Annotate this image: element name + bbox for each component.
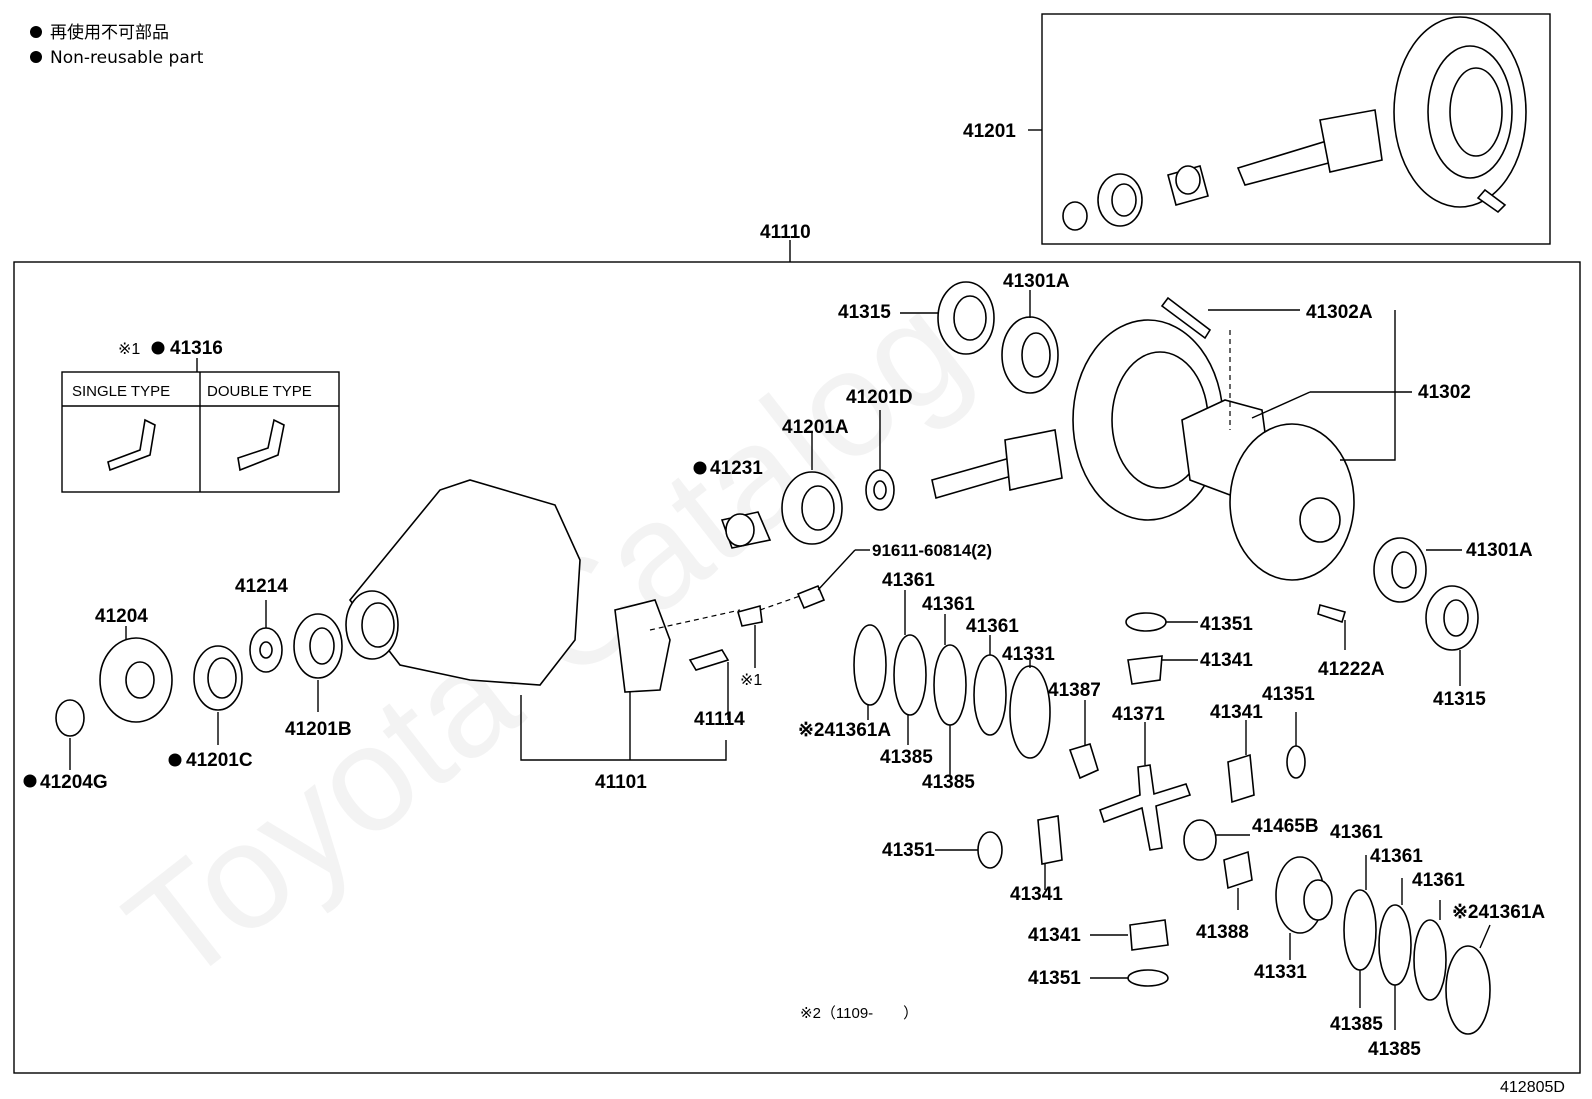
lock-bolt-icon bbox=[796, 584, 826, 610]
ring-gear-bolt-icon bbox=[1160, 296, 1212, 340]
label-41387: 41387 bbox=[1048, 680, 1101, 701]
label-41361a-b: ※241361A bbox=[1452, 902, 1545, 923]
label-41351-d: 41351 bbox=[1028, 968, 1081, 989]
lock-plate-icon bbox=[737, 604, 763, 627]
diff-case-cover-icon bbox=[1229, 423, 1355, 581]
col-single-type: SINGLE TYPE bbox=[72, 383, 170, 400]
legend-japanese: 再使用不可部品 bbox=[50, 22, 169, 43]
legend-bullet-2 bbox=[30, 51, 42, 63]
label-41201: 41201 bbox=[963, 121, 1016, 142]
double-shim-icon bbox=[237, 418, 285, 472]
col-double-type: DOUBLE TYPE bbox=[207, 383, 312, 400]
legend-english: Non-reusable part bbox=[50, 48, 204, 68]
label-41201b: 41201B bbox=[285, 719, 352, 740]
label-41204: 41204 bbox=[95, 606, 148, 627]
label-41301a-a: 41301A bbox=[1003, 271, 1070, 292]
label-41465b: 41465B bbox=[1252, 816, 1319, 837]
single-shim-icon bbox=[107, 418, 156, 472]
label-41315-b: 41315 bbox=[1433, 689, 1486, 710]
pinion-gear-a-icon bbox=[1127, 655, 1163, 685]
drive-pinion-shaft-icon bbox=[931, 457, 1016, 500]
label-41351-c: 41351 bbox=[882, 840, 935, 861]
carrier-housing bbox=[345, 479, 581, 686]
label-91611: 91611-60814(2) bbox=[872, 541, 992, 560]
label-41385-a: 41385 bbox=[880, 747, 933, 768]
shim-type-table: ※1 41316 SINGLE TYPE DOUBLE TYPE bbox=[61, 338, 340, 493]
table-mark: ※1 bbox=[118, 341, 140, 358]
label-41361-c: 41361 bbox=[966, 616, 1019, 637]
label-41110: 41110 bbox=[760, 222, 811, 243]
ring-pinion-kit-box bbox=[1028, 13, 1551, 245]
label-41351-b: 41351 bbox=[1262, 684, 1315, 705]
label-41302: 41302 bbox=[1418, 382, 1471, 403]
side-gear-left-icon bbox=[1009, 665, 1051, 759]
nut-icon bbox=[1062, 201, 1088, 231]
pinion-gear-d-icon bbox=[1129, 919, 1169, 951]
label-41315-a: 41315 bbox=[838, 302, 891, 323]
thrust-washer-d-icon bbox=[1127, 969, 1169, 987]
cap-bolt-icon bbox=[688, 649, 730, 671]
label-41361a-a: ※241361A bbox=[798, 720, 891, 741]
label-41301a-b: 41301A bbox=[1466, 540, 1533, 561]
label-note-1: ※1 bbox=[740, 672, 762, 689]
diagram-id: 412805D bbox=[1500, 1079, 1565, 1096]
part-labels: 41315 41301A 41302A 41302 41201D 41201A … bbox=[23, 271, 1545, 1060]
label-41341-b: 41341 bbox=[1210, 702, 1263, 723]
label-41361-f: 41361 bbox=[1412, 870, 1465, 891]
clutch-plate-right-icon bbox=[1445, 945, 1491, 1035]
label-41385-d: 41385 bbox=[1368, 1039, 1421, 1060]
label-41201c: 41201C bbox=[186, 750, 253, 771]
label-41302a: 41302A bbox=[1306, 302, 1373, 323]
pinion-gear-b-icon bbox=[1227, 753, 1255, 804]
label-41371: 41371 bbox=[1112, 704, 1165, 725]
clutch-plate-icon bbox=[853, 624, 887, 706]
bolt-icon bbox=[1476, 188, 1507, 214]
table-part-number: 41316 bbox=[170, 338, 223, 359]
label-41361-d: 41361 bbox=[1330, 822, 1383, 843]
label-41361-e: 41361 bbox=[1370, 846, 1423, 867]
pinion-shaft-cross-icon bbox=[1098, 764, 1192, 851]
label-41385-c: 41385 bbox=[1330, 1014, 1383, 1035]
assembly-frame bbox=[13, 261, 1581, 1074]
label-41385-b: 41385 bbox=[922, 772, 975, 793]
label-41351-a: 41351 bbox=[1200, 614, 1253, 635]
carrier-housing-icon bbox=[348, 479, 581, 686]
thrust-washer-a-icon bbox=[1125, 612, 1167, 632]
legend: 再使用不可部品 Non-reusable part bbox=[30, 22, 204, 68]
thrust-washer-b-icon bbox=[1286, 745, 1306, 779]
label-41331-b: 41331 bbox=[1254, 962, 1307, 983]
thrust-washer-c-icon bbox=[977, 831, 1003, 869]
spring-icon bbox=[1183, 819, 1217, 861]
label-41101: 41101 bbox=[595, 772, 647, 793]
label-41361-b: 41361 bbox=[922, 594, 975, 615]
spring-seat-icon bbox=[1223, 850, 1253, 890]
thrust-block-icon bbox=[1068, 743, 1099, 780]
label-41214: 41214 bbox=[235, 576, 288, 597]
label-41114: 41114 bbox=[694, 709, 745, 730]
label-41201a: 41201A bbox=[782, 417, 849, 438]
bearing-cap-icon bbox=[614, 599, 671, 693]
label-41222a: 41222A bbox=[1318, 659, 1385, 680]
pinion-gear-icon bbox=[1319, 109, 1383, 173]
label-41331-a: 41331 bbox=[1002, 644, 1055, 665]
label-41388: 41388 bbox=[1196, 922, 1249, 943]
label-41361-a: 41361 bbox=[882, 570, 935, 591]
companion-nut-icon bbox=[55, 699, 85, 737]
drive-pinion-gear-icon bbox=[1004, 429, 1063, 491]
legend-bullet-1 bbox=[30, 26, 42, 38]
note-2: ※2（1109- ） bbox=[800, 1005, 918, 1022]
label-41231: 41231 bbox=[710, 458, 763, 479]
kit-frame bbox=[1041, 13, 1551, 245]
label-41341-a: 41341 bbox=[1200, 650, 1253, 671]
clutch-disc-right-icon bbox=[1343, 889, 1377, 971]
label-41201d: 41201D bbox=[846, 387, 913, 408]
label-41341-c: 41341 bbox=[1010, 884, 1063, 905]
label-41204g: 41204G bbox=[40, 772, 108, 793]
cover-bolt-icon bbox=[1317, 604, 1347, 624]
label-41341-d: 41341 bbox=[1028, 925, 1081, 946]
pinion-gear-c-icon bbox=[1037, 815, 1063, 865]
